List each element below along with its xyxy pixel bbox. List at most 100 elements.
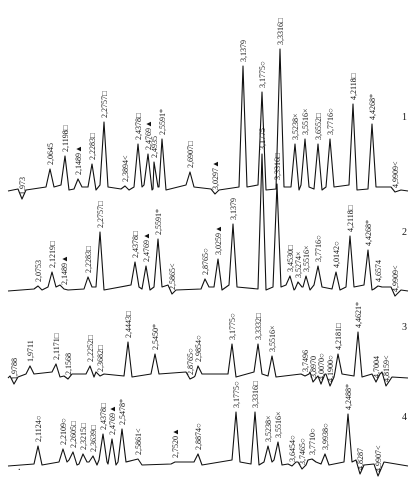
peak-label: 2,2757□ bbox=[96, 201, 105, 228]
peak-label: 4,9909< bbox=[391, 161, 400, 188]
peak-label: 3,6454○ bbox=[288, 435, 297, 462]
peak-label: 2,1568 bbox=[64, 353, 73, 375]
peak-label: 4,8287 bbox=[356, 448, 365, 470]
peak-label: 2,2109○ bbox=[59, 418, 68, 445]
peak-label: 2,8765○ bbox=[186, 348, 195, 375]
peak-label: 4,1900○ bbox=[326, 355, 335, 382]
peak-label: 2,8874○ bbox=[194, 423, 203, 450]
peak-label: 2,3639□ bbox=[89, 425, 98, 452]
peak-label: 3,1775○ bbox=[258, 61, 267, 88]
peak-label: 2,5591* bbox=[158, 109, 167, 135]
peak-label: 2,4769▲ bbox=[142, 232, 151, 262]
peak-label: 2,3894< bbox=[121, 155, 130, 182]
peak-label: 2,4378□ bbox=[134, 113, 143, 140]
peak-label: 2,4378□ bbox=[99, 403, 108, 430]
peak-label: 3,5274× bbox=[294, 251, 303, 278]
peak-label: 3,1775○ bbox=[232, 381, 241, 408]
peak-label: 3,7716○ bbox=[314, 235, 323, 262]
peak-label: 3,3316□ bbox=[251, 381, 260, 408]
peak-label: 3,9938○ bbox=[321, 423, 330, 450]
trace-number-2: 2 bbox=[402, 227, 407, 238]
peak-label: 3,3316□ bbox=[276, 18, 285, 45]
peak-label: 3,6552□ bbox=[314, 113, 323, 140]
peak-label: 2,1124○ bbox=[34, 415, 43, 442]
peak-label: 2,5865< bbox=[168, 263, 177, 290]
peak-label: 2,9854○ bbox=[194, 335, 203, 362]
peak-label: 4,2118□ bbox=[349, 73, 358, 100]
peak-label: 2,4769▲ bbox=[108, 405, 117, 435]
spectrum-traces bbox=[7, 48, 409, 477]
peak-label: 2,4443□ bbox=[124, 311, 133, 338]
peak-label: 2,5478* bbox=[118, 399, 127, 425]
peak-label: 2,6907□ bbox=[186, 141, 195, 168]
peak-label: 2,7520▲ bbox=[171, 428, 180, 458]
peak-label: 3,8970 bbox=[309, 356, 318, 378]
peak-label: 2,4769▲ bbox=[144, 120, 153, 150]
bottom-marker: . bbox=[18, 462, 21, 473]
spectrum-line-2 bbox=[7, 153, 409, 297]
peak-label: 4,7004 bbox=[372, 356, 381, 378]
peak-label: 1,973 bbox=[18, 177, 27, 195]
peak-label: 2,1219□ bbox=[48, 241, 57, 268]
peak-label: 3,1775○ bbox=[228, 313, 237, 340]
peak-label: 3,4530□ bbox=[286, 245, 295, 272]
trace-number-3: 3 bbox=[402, 322, 407, 333]
peak-label: 2,1198□ bbox=[61, 125, 70, 152]
peak-label: 3,7465○ bbox=[298, 438, 307, 465]
peak-label: 4,4268* bbox=[364, 220, 373, 246]
peak-label: 3,1379 bbox=[239, 40, 248, 62]
peak-label: 3,5516× bbox=[274, 411, 283, 438]
peak-label: 4,2181□ bbox=[334, 323, 343, 350]
peak-label: 2,3215□ bbox=[79, 423, 88, 450]
peak-label: 3,5516× bbox=[301, 108, 310, 135]
peak-label: 2,2605□ bbox=[69, 421, 78, 448]
peak-label: 3,5516× bbox=[302, 245, 311, 272]
peak-label: 4,9907< bbox=[374, 445, 383, 472]
peak-label: 2,1171□ bbox=[52, 333, 61, 360]
peak-label: 2,5450* bbox=[151, 324, 160, 350]
peak-label: 4,6574 bbox=[374, 260, 383, 282]
peak-label: 2,1489▲ bbox=[74, 145, 83, 175]
peak-label: 3,7496 bbox=[301, 350, 310, 372]
trace-numbers: 1 2 3 4 bbox=[402, 112, 407, 423]
peak-label: 4,9909< bbox=[391, 265, 400, 292]
peak-label: 2,5591* bbox=[154, 209, 163, 235]
peak-label: 2,1489▲ bbox=[60, 255, 69, 285]
peak-labels: 1,973 2,0645 2,1198□ 2,1489▲ 2,2283□ 2,2757□ 2… bbox=[10, 18, 400, 472]
peak-label: 4,0070○ bbox=[317, 353, 326, 380]
trace-number-1: 1 bbox=[402, 112, 407, 123]
peak-label: 3,5516× bbox=[268, 325, 277, 352]
peak-label: 4,8159< bbox=[382, 355, 391, 382]
peak-label: 2,3682□ bbox=[96, 345, 105, 372]
peak-label: 2,0753 bbox=[34, 260, 43, 282]
peak-label: 2,4935 bbox=[150, 136, 159, 158]
peak-label: 3,3316□ bbox=[273, 153, 282, 180]
peak-label: 3,0297▲ bbox=[211, 160, 220, 190]
peak-label: 3,5238× bbox=[291, 113, 300, 140]
peak-label: 2,2252□ bbox=[86, 335, 95, 362]
peak-label: 2,2283□ bbox=[88, 133, 97, 160]
peak-label: 2,4378□ bbox=[131, 231, 140, 258]
peak-label: 4,2118□ bbox=[346, 205, 355, 232]
peak-label: 1,9711 bbox=[26, 340, 35, 362]
peak-label: 2,8765○ bbox=[201, 248, 210, 275]
trace-number-4: 4 bbox=[402, 412, 407, 423]
peak-label: 3,0259▲ bbox=[214, 225, 223, 255]
peak-label: 2,5861< bbox=[134, 428, 143, 455]
peak-label: 2,2283□ bbox=[84, 246, 93, 273]
peak-label: 1,9788 bbox=[10, 358, 19, 380]
spectrum-line-3 bbox=[7, 331, 409, 387]
peak-label: 3,7710○ bbox=[308, 428, 317, 455]
peak-label: 4,0142○ bbox=[332, 241, 341, 268]
peak-label: 3,5238× bbox=[264, 415, 273, 442]
peak-label: 3,1379 bbox=[229, 198, 238, 220]
peak-label: 3,3332□ bbox=[254, 313, 263, 340]
peak-label: 3,7716○ bbox=[326, 108, 335, 135]
peak-label: 2,0645 bbox=[46, 143, 55, 165]
peak-label: 4,4621* bbox=[354, 302, 363, 328]
peak-label: 3,1775 bbox=[258, 128, 267, 150]
peak-label: 4,2488* bbox=[344, 384, 353, 410]
peak-label: 2,2757□ bbox=[100, 91, 109, 118]
peak-label: 4,4268* bbox=[368, 94, 377, 120]
